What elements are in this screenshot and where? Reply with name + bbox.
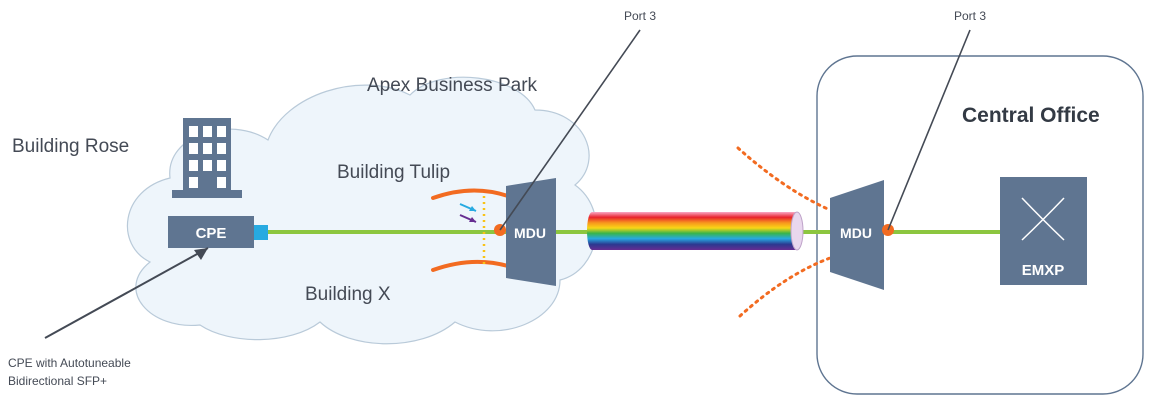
mdu-right-label: MDU (840, 225, 872, 241)
cpe-leader-arrowhead (194, 248, 208, 260)
arc-building-tulip (431, 188, 510, 200)
port-left-leader (499, 29, 641, 231)
cpe-leader (44, 247, 209, 339)
emxp-device[interactable]: EMXP (1000, 177, 1087, 285)
port-left-label: Port 3 (624, 9, 656, 23)
cpe-label: CPE (196, 225, 227, 242)
arc-building-x (431, 259, 510, 272)
building-icon (172, 118, 242, 198)
port-right-label: Port 3 (954, 9, 986, 23)
building-tulip-label: Building Tulip (337, 162, 450, 183)
wavelength-arrows (459, 203, 477, 223)
central-office-label: Central Office (962, 104, 1100, 127)
central-office-box (816, 55, 1144, 395)
mdu-left-label: MDU (514, 225, 546, 241)
emxp-label: EMXP (1022, 262, 1065, 279)
mdu-right[interactable]: MDU (830, 180, 884, 290)
cpe-note-line2: Bidirectional SFP+ (8, 374, 107, 388)
cpe-note-line1: CPE with Autotuneable (8, 356, 131, 370)
business-park-cloud (126, 76, 597, 345)
wdm-fiber-cable (587, 211, 804, 251)
port-right-leader (887, 29, 971, 231)
cross-connect-icon (1021, 197, 1065, 241)
dotted-arc-bottom (738, 256, 832, 318)
mdu-left[interactable]: MDU (506, 178, 556, 286)
dotted-arc-top (736, 146, 832, 212)
apex-business-park-label: Apex Business Park (367, 75, 538, 96)
building-x-label: Building X (305, 284, 391, 305)
cpe-device[interactable]: CPE (168, 216, 268, 248)
building-rose-label: Building Rose (12, 136, 129, 157)
